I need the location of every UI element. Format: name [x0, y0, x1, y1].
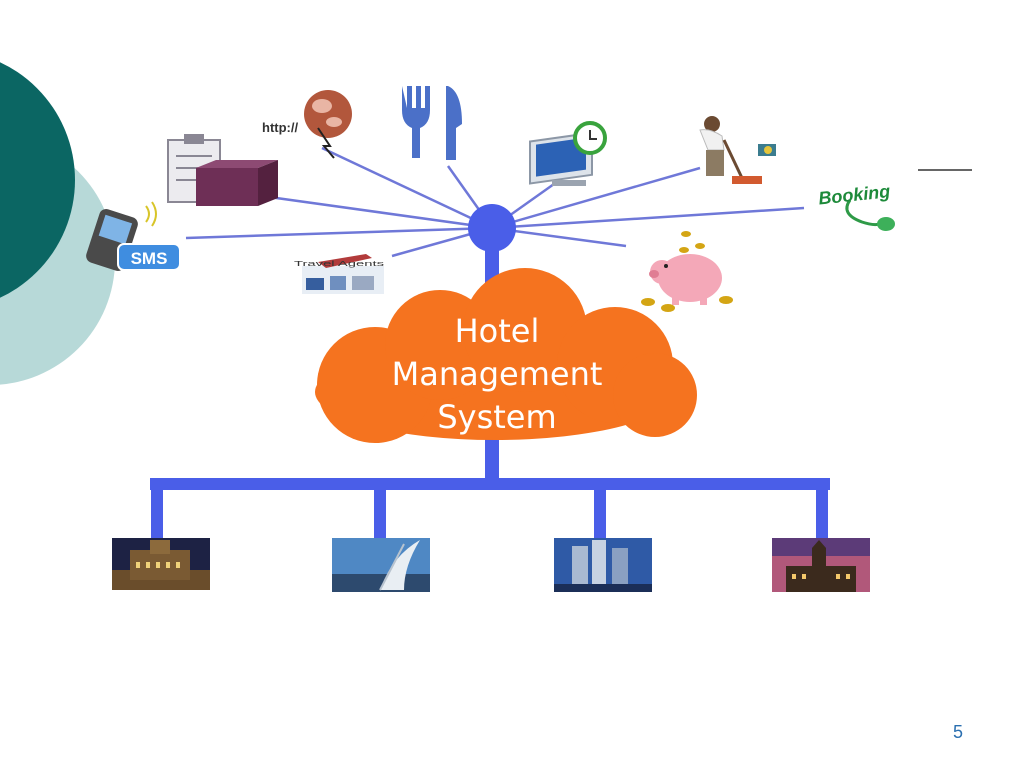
spoke-housekeeping — [491, 166, 701, 230]
spoke-inventory — [261, 194, 493, 230]
branch-tree — [150, 430, 830, 540]
service-booking: Booking — [817, 181, 895, 231]
branch-hotel-3 — [554, 538, 652, 592]
hub-title-line-3: System — [437, 398, 556, 436]
branch-hotel-1 — [112, 538, 210, 590]
service-travel: Travel Agents — [294, 254, 385, 294]
spoke-booking — [491, 206, 805, 230]
slide-decoration — [0, 62, 972, 385]
hotel-towers-icon — [554, 538, 652, 592]
hub-title-line-2: Management — [392, 355, 603, 393]
travel-agent-icon — [302, 254, 384, 294]
hotel-palace-icon — [772, 538, 870, 592]
booking-mouse-icon — [845, 199, 895, 231]
fork-knife-icon — [402, 86, 462, 160]
branch-hotel-4 — [772, 538, 870, 592]
computer-clock-icon — [529, 121, 607, 186]
cleaning-person-icon — [699, 116, 776, 184]
page-number: 5 — [952, 722, 963, 742]
service-sms: SMS — [86, 201, 181, 271]
clipboard-box-icon — [167, 134, 278, 206]
sms-phone-icon — [86, 201, 181, 271]
booking-label: Booking — [817, 181, 891, 208]
hub-title-line-1: Hotel — [455, 312, 540, 350]
web-label: http:// — [262, 120, 298, 135]
hotel-sail-icon — [332, 538, 430, 592]
hub-cloud: Hotel Management System — [315, 268, 697, 443]
piggy-bank-icon — [641, 231, 733, 312]
spoke-sms — [185, 226, 493, 240]
spoke-web — [321, 146, 493, 230]
globe-icon — [304, 90, 352, 159]
travel-label: Travel Agents — [294, 261, 385, 268]
hub-node — [468, 204, 516, 252]
hotel-building-icon — [112, 538, 210, 590]
sms-label: SMS — [131, 249, 168, 268]
branch-hotel-2 — [332, 538, 430, 592]
service-web: http:// — [262, 90, 352, 159]
